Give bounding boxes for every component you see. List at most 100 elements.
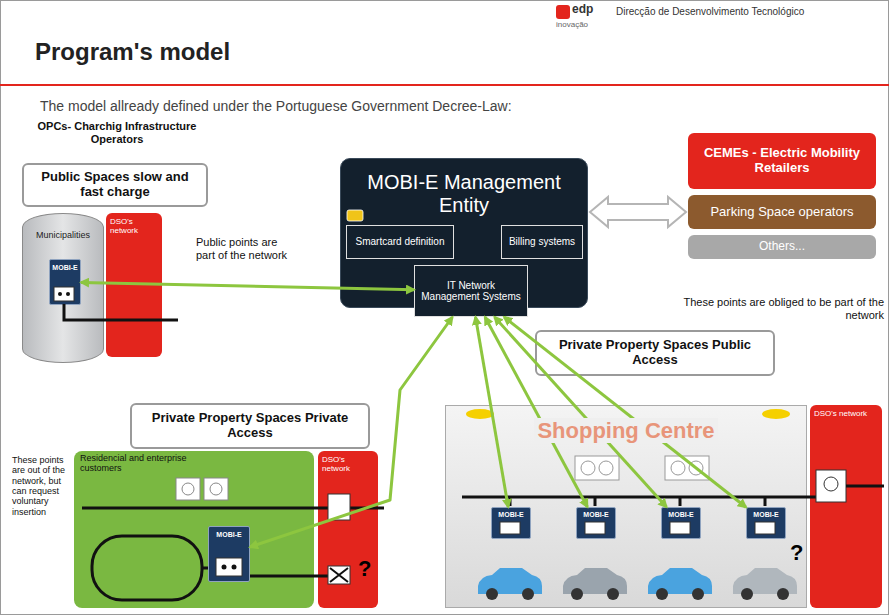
stakeholder-box: Parking Space operators — [688, 195, 876, 229]
charger-unit: MOBI-E — [491, 507, 531, 539]
charger-unit: MOBI-E — [746, 507, 786, 539]
network-link — [495, 317, 667, 507]
node-text: Public Spaces slow and fast charge — [32, 170, 198, 200]
node-text: MOBI-E — [216, 531, 241, 539]
question-mark: ? — [358, 556, 376, 581]
note: These points are out of the network, but… — [12, 455, 70, 517]
node-text: Smartcard definition — [356, 236, 445, 248]
label-wrap: inovação — [556, 20, 606, 29]
wheel — [741, 588, 753, 600]
appliance-door — [671, 461, 685, 475]
appliance-door — [210, 483, 222, 495]
socket-pin — [222, 565, 227, 570]
wheel — [571, 588, 583, 600]
wheel — [486, 588, 498, 600]
wheel — [692, 588, 704, 600]
node-text: DSO's network — [322, 455, 374, 473]
label-wrap: ? — [790, 540, 808, 565]
node-text: Residencial and enterprise customers — [80, 453, 230, 474]
node-text: DSO's network — [110, 217, 158, 235]
slide-title: Program's model — [35, 38, 515, 66]
smartcard — [347, 210, 363, 221]
car-outline — [92, 536, 202, 600]
car — [733, 568, 797, 600]
meter-cross — [330, 568, 348, 582]
lamp — [762, 409, 790, 419]
node-text: MOBI-E Management Entity — [351, 171, 577, 217]
charger-unit: MOBI-E — [49, 259, 81, 305]
meter-dial — [824, 477, 838, 491]
node-text: Private Property Spaces Public Access — [545, 338, 765, 368]
municipality-cylinder: MunicipalitiesMOBI-E — [22, 213, 104, 363]
node-text: Parking Space operators — [710, 205, 853, 220]
node-text: MOBI-E — [52, 264, 77, 272]
wire — [64, 304, 178, 320]
logo-mark — [556, 5, 570, 19]
node-text: Others... — [759, 240, 805, 254]
subtitle: The model allready defined under the Por… — [40, 98, 560, 114]
shopping-illustration — [462, 409, 884, 600]
node-text: MOBI-E — [498, 511, 523, 519]
car-body — [563, 568, 627, 594]
wire — [846, 485, 884, 488]
node-text: DSO's network — [814, 409, 867, 418]
stakeholder-box: Others... — [688, 235, 876, 259]
note: Public points are part of the network — [196, 236, 296, 261]
charger-unit: MOBI-E — [661, 507, 701, 539]
appliance — [665, 456, 709, 480]
network-link — [250, 317, 452, 547]
appliance-door — [182, 483, 194, 495]
network-link — [81, 282, 414, 289]
smartcard-icon — [347, 210, 363, 221]
socket-row — [500, 522, 775, 534]
dso-network: DSO's network — [810, 405, 882, 608]
appliance — [575, 456, 619, 480]
question-mark: ? — [790, 540, 808, 565]
car — [478, 568, 542, 600]
node-text: MOBI-E — [583, 511, 608, 519]
socket-pin — [232, 565, 237, 570]
node-text: MOBI-E — [668, 511, 693, 519]
label-wrap: Direcção de Desenvolvimento Tecnológico — [616, 6, 886, 18]
stakeholder-box: CEMEs - Electric Mobility Retailers — [688, 133, 876, 189]
label-wrap: OPCs- Charchig Infrastructure Operators — [22, 120, 212, 145]
charging-cable — [202, 567, 208, 570]
node-text: Private Property Spaces Private Access — [140, 411, 360, 441]
charger-unit: MOBI-E — [576, 507, 616, 539]
appliance — [176, 478, 200, 500]
private-area: Residencial and enterprise customersMOBI… — [74, 451, 314, 608]
wheel — [607, 588, 619, 600]
network-link — [504, 317, 746, 507]
double-arrow — [590, 197, 686, 227]
socket — [585, 522, 605, 534]
label-wrap: ? — [358, 556, 376, 581]
car-body — [478, 568, 542, 594]
function-box: Smartcard definition — [346, 225, 454, 259]
management-entity: MOBI-E Management EntitySmartcard defini… — [340, 158, 588, 308]
car — [563, 568, 627, 600]
section-heading: Private Property Spaces Public Access — [535, 330, 775, 376]
function-box: IT Network Management Systems — [414, 265, 528, 317]
socket — [755, 522, 775, 534]
wheel — [522, 588, 534, 600]
meter — [328, 566, 350, 584]
label-wrap: These points are out of the network, but… — [12, 455, 70, 517]
group-label: OPCs- Charchig Infrastructure Operators — [22, 120, 212, 145]
label-wrap: edp — [572, 3, 612, 17]
cylinder-wiring — [54, 287, 178, 320]
logo-text: inovação — [556, 20, 606, 29]
appliance-door — [689, 461, 703, 475]
node-text: Municipalities — [36, 230, 90, 240]
section-heading: Private Property Spaces Private Access — [130, 403, 370, 449]
car-body — [733, 568, 797, 594]
wire — [82, 507, 384, 510]
note: These points are obliged to be part of t… — [652, 296, 884, 321]
title-wrap: Program's model — [35, 38, 515, 66]
meter — [816, 470, 846, 502]
dso-network: DSO's network — [318, 451, 378, 608]
label-wrap: Public points are part of the network — [196, 236, 296, 261]
node-text: IT Network Management Systems — [419, 280, 523, 303]
network-link — [485, 317, 587, 507]
